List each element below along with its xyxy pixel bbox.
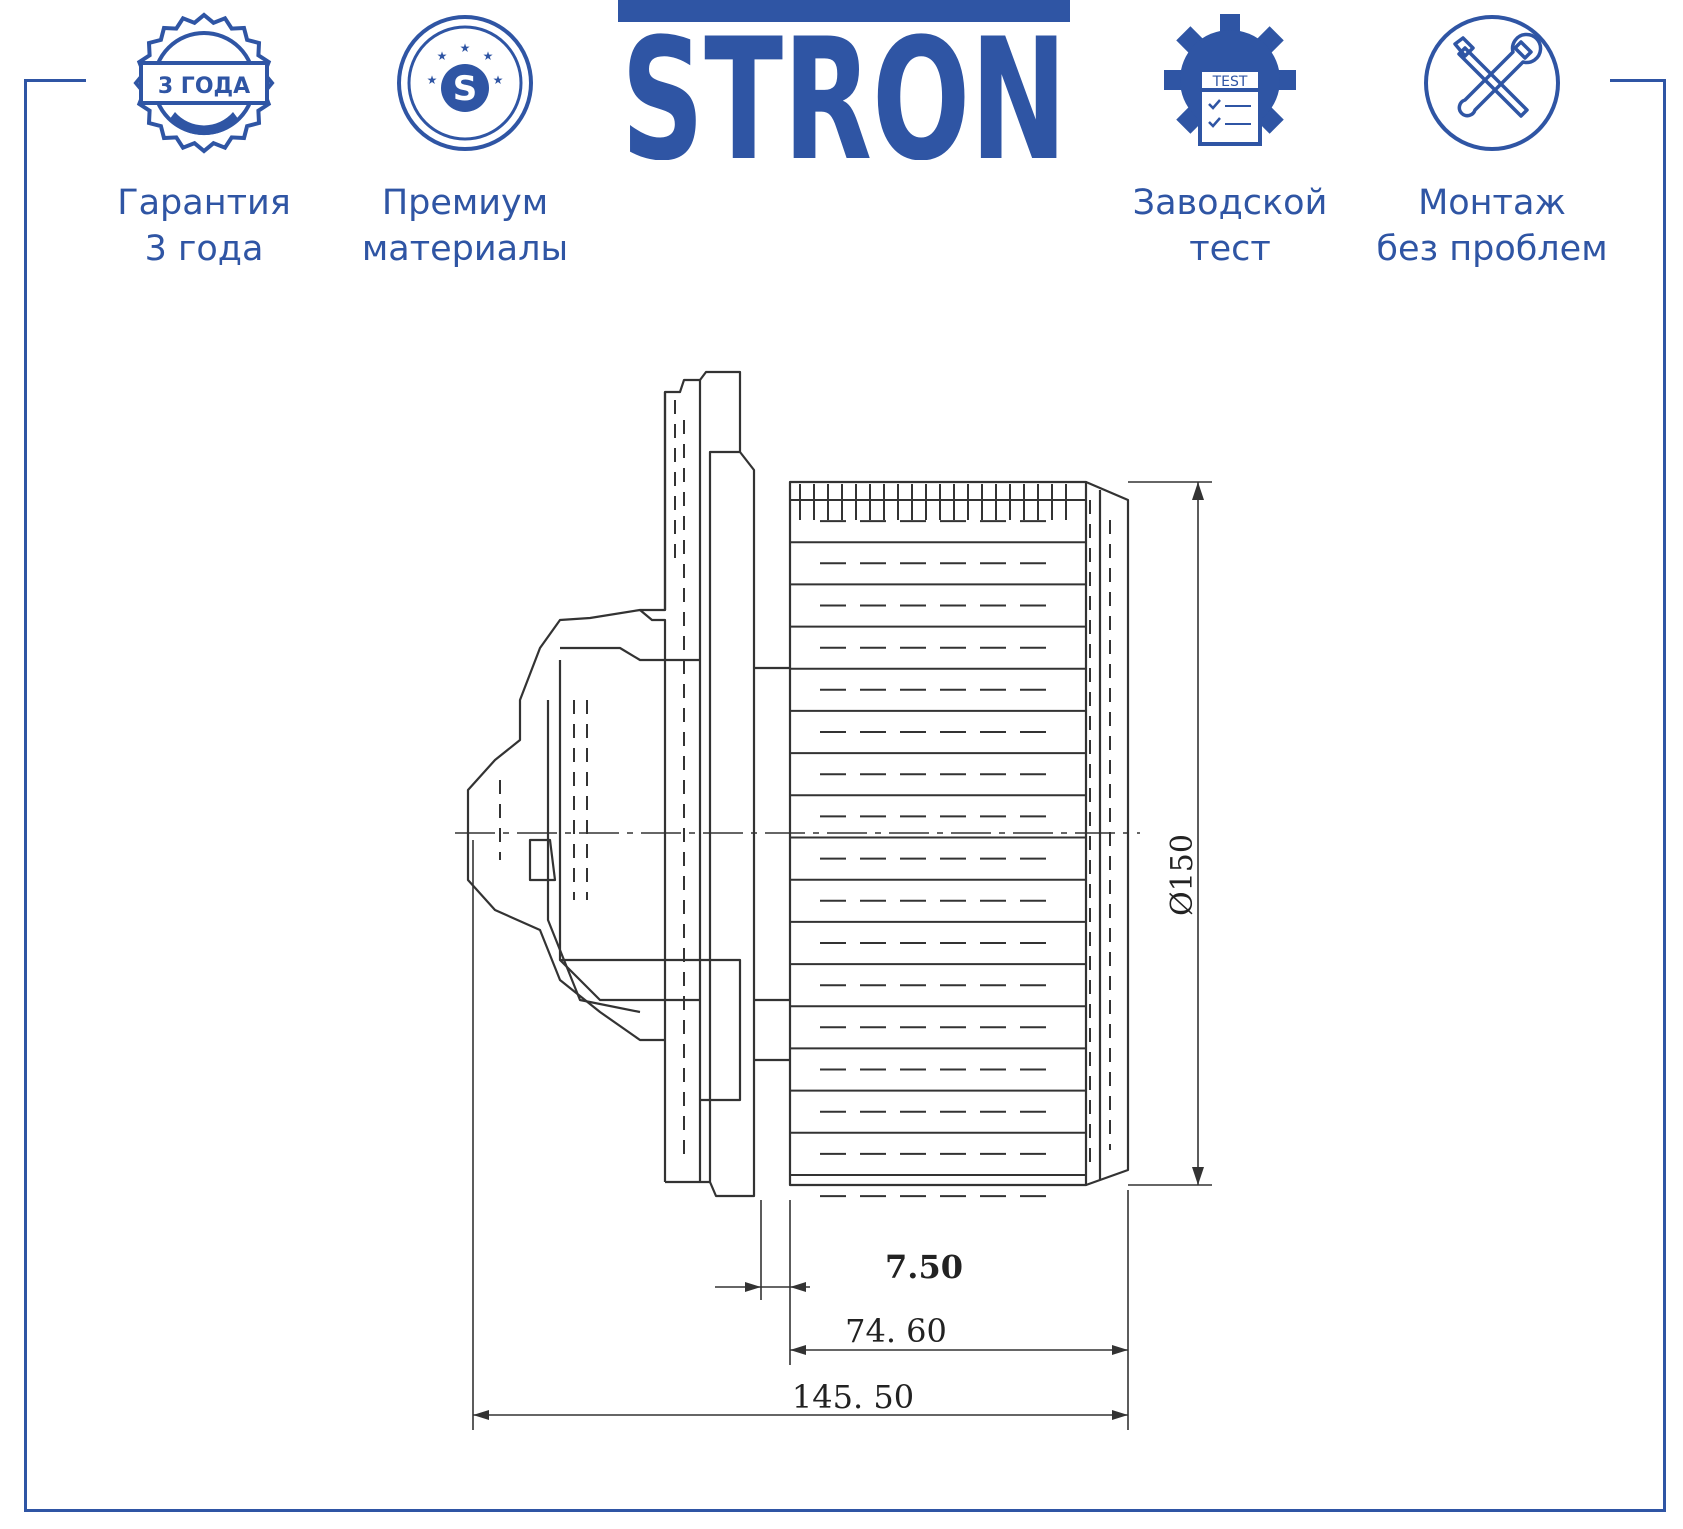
frame-top-left [24,79,86,82]
svg-text:★: ★ [437,49,448,63]
dimension-gap: 7.50 [885,1248,963,1286]
warranty-label: Гарантия 3 года [117,183,291,269]
frame-left [24,79,27,1512]
factory-test-icon: TEST [1164,14,1296,146]
frame-right [1663,79,1666,1512]
svg-text:TEST: TEST [1212,74,1248,90]
svg-text:★: ★ [427,73,438,87]
svg-text:S: S [453,69,478,109]
premium-label: Премиум материалы [361,183,569,269]
warranty-seal-icon: 3 ГОДА [133,12,275,154]
svg-text:★: ★ [483,49,494,63]
dimension-wheel-width: 74. 60 [845,1312,947,1350]
tools-icon [1424,15,1560,151]
badge-installation: Монтаж без проблем [1362,8,1622,272]
frame-bottom [24,1509,1666,1512]
installation-label: Монтаж без проблем [1376,183,1608,269]
stron-logo: STRON [618,0,1070,160]
badge-warranty: 3 ГОДА Гарантия 3 года [104,8,304,272]
svg-text:★: ★ [493,73,504,87]
stron-logo-text: STRON [621,2,1067,160]
svg-text:★: ★ [460,41,471,55]
svg-text:3 ГОДА: 3 ГОДА [158,74,250,99]
premium-s-icon: S ★ ★ ★ ★ ★ [397,15,533,151]
badge-factory-test: TEST Заводской тест [1115,8,1345,272]
dimension-overall-width: 145. 50 [792,1378,914,1416]
dimension-diameter: Ø150 [1165,834,1200,916]
factory-test-label: Заводской тест [1132,183,1328,269]
badge-premium: S ★ ★ ★ ★ ★ Премиум материалы [360,8,570,272]
frame-top-right [1610,79,1666,82]
